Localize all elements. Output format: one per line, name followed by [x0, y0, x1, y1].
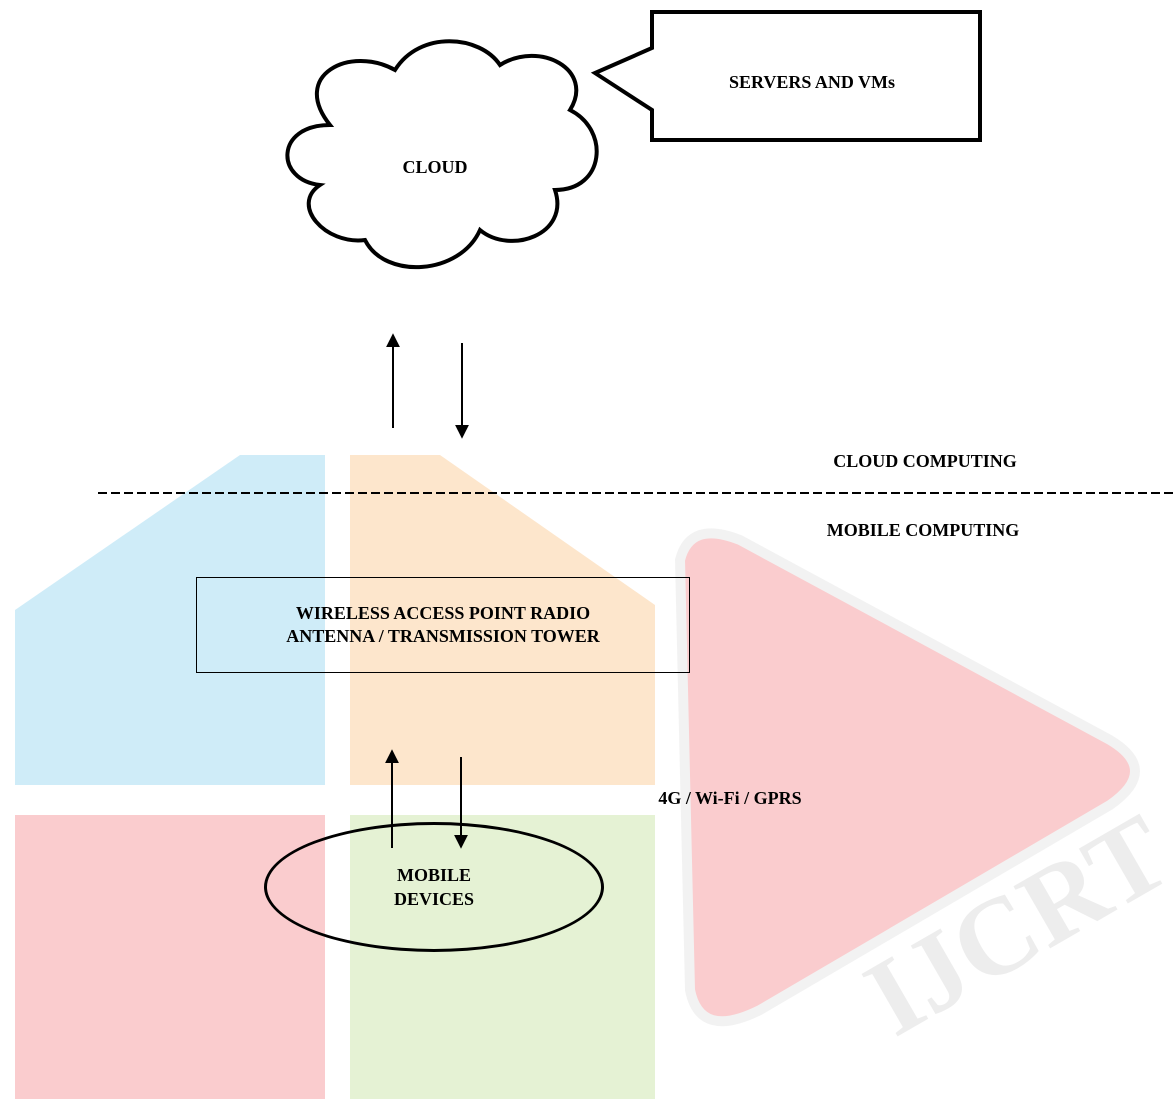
- access-point-line1: WIRELESS ACCESS POINT RADIO: [295, 602, 591, 623]
- cloud-label: CLOUD: [402, 157, 468, 177]
- callout-shape: [590, 10, 982, 142]
- access-point-box: WIRELESS ACCESS POINT RADIO ANTENNA / TR…: [196, 577, 690, 673]
- watermark-play-shape: [674, 528, 1140, 1027]
- link-protocols-label: 4G / Wi-Fi / GPRS: [658, 788, 802, 808]
- watermark-blue-tile: [15, 455, 325, 785]
- cloud-computing-label: CLOUD COMPUTING: [833, 451, 1017, 471]
- callout-label: SERVERS AND VMs: [728, 72, 896, 92]
- mobile-computing-label: MOBILE COMPUTING: [826, 520, 1020, 540]
- access-point-line2: ANTENNA / TRANSMISSION TOWER: [286, 626, 600, 646]
- mobile-devices-node: MOBILE DEVICES: [264, 822, 604, 952]
- watermark-orange-tile: [350, 455, 655, 785]
- mobile-devices-line2: DEVICES: [393, 889, 475, 909]
- mobile-devices-line1: MOBILE: [396, 864, 471, 885]
- watermark-red-tile: [15, 815, 325, 1099]
- cloud-shape: [285, 39, 599, 270]
